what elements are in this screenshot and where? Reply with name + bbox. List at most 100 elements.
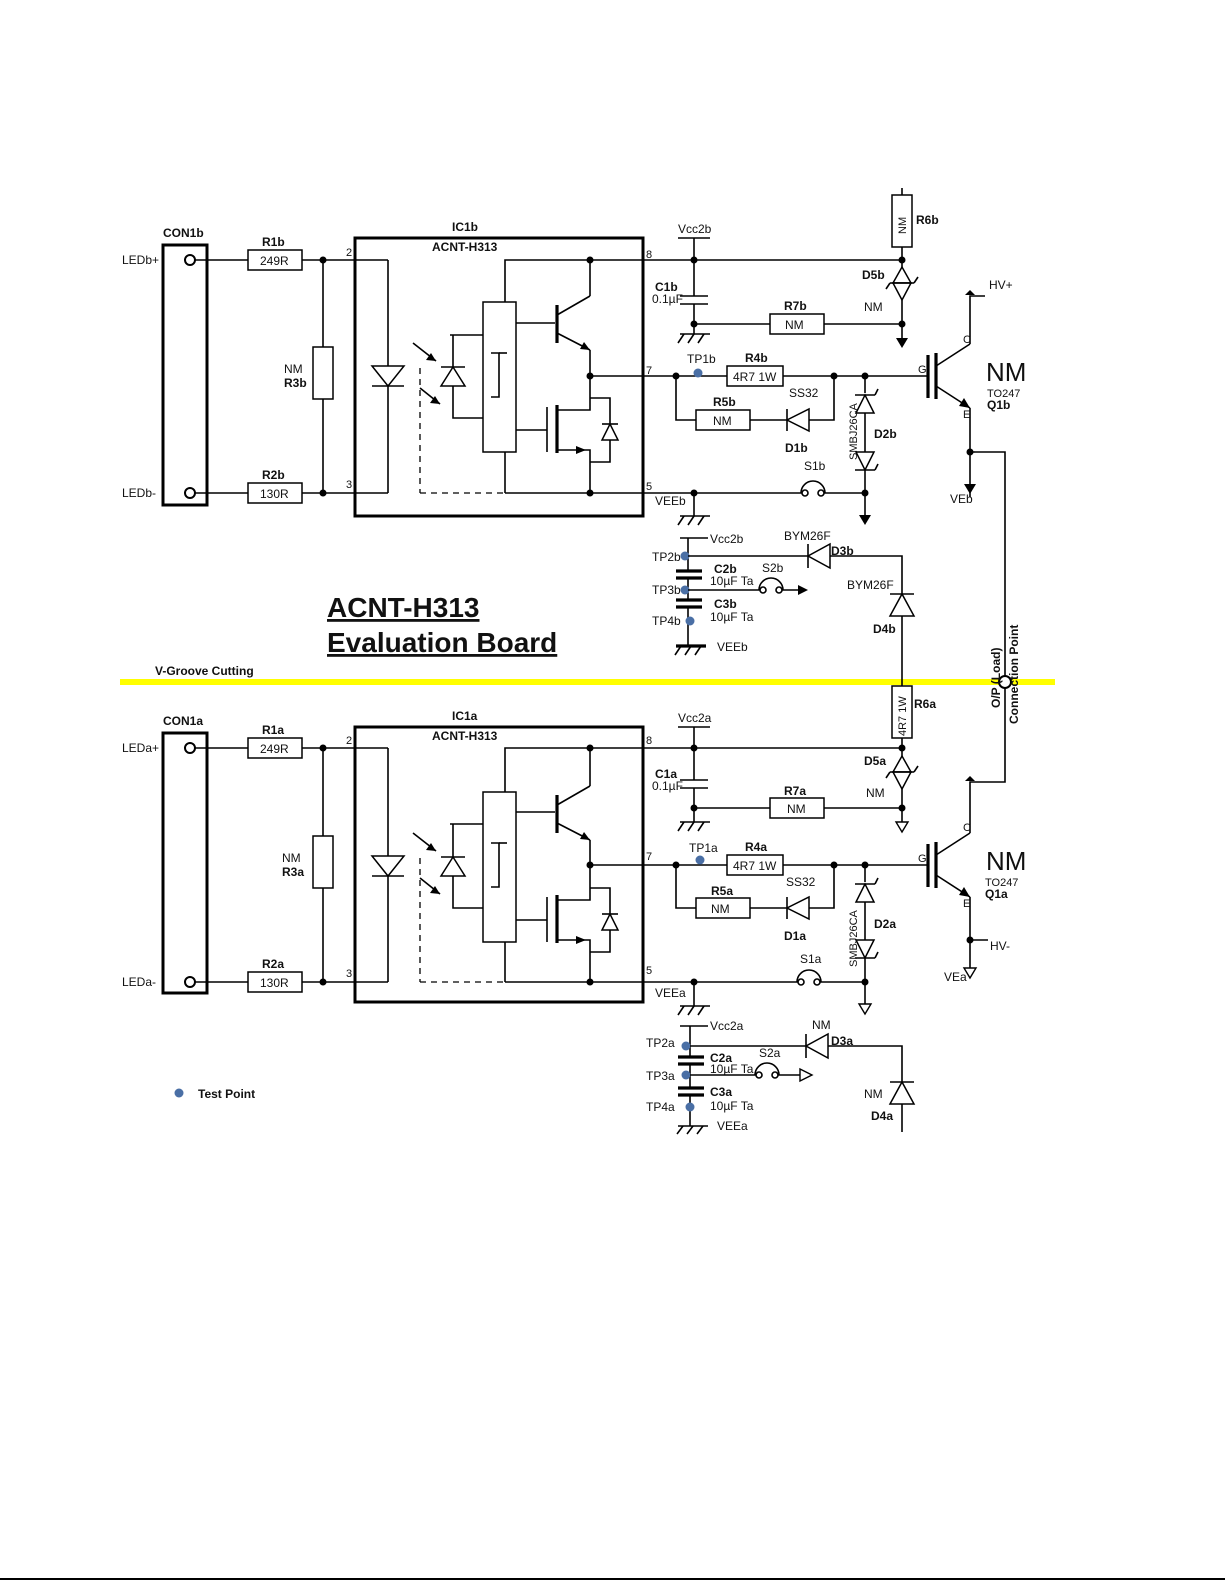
q-package: TO247 — [987, 388, 1020, 400]
d1-ref: D1b — [785, 441, 808, 455]
d2-ref: D2b — [874, 427, 897, 441]
q-value: NM — [986, 357, 1026, 387]
q-package: TO247 — [985, 877, 1018, 889]
r2-value: 130R — [260, 976, 289, 990]
c3-value: 10µF Ta — [710, 610, 754, 624]
vee2-label: VEEa — [717, 1119, 748, 1133]
test-point-tp1 — [693, 368, 703, 378]
tp1-label: TP1a — [689, 841, 718, 855]
ic-output-mosfet — [546, 376, 620, 493]
pin-3-label: 3 — [346, 479, 352, 491]
hv-label: HV+ — [989, 278, 1013, 292]
board-title-line2: Evaluation Board — [327, 627, 557, 658]
page-bottom-rule — [0, 1578, 1225, 1580]
c1-ref: C1a — [655, 767, 677, 781]
c2-ref: C2b — [714, 562, 737, 576]
r4-ref: R4a — [745, 840, 767, 854]
connector-ref: CON1b — [163, 226, 204, 240]
d1-value: SS32 — [789, 386, 819, 400]
d1-value: SS32 — [786, 875, 816, 889]
pin-2-label: 2 — [346, 247, 352, 259]
d2-value: SMBJ26CA — [848, 909, 860, 967]
d4-ref: D4b — [873, 622, 896, 636]
q-ref: Q1b — [987, 398, 1010, 412]
tp4-label: TP4a — [646, 1100, 675, 1114]
pin-7-label: 7 — [646, 365, 652, 377]
ground-symbol — [677, 333, 710, 344]
test-point-legend-dot — [174, 1088, 184, 1098]
igbt-q1 — [926, 776, 975, 968]
d2-ref: D2a — [874, 917, 896, 931]
diode-d3 — [804, 1032, 829, 1060]
ic-part: ACNT-H313 — [432, 729, 498, 743]
igbt-q1 — [926, 290, 985, 497]
c2-value: 10µF Ta — [710, 1062, 754, 1076]
jumper-s1 — [796, 969, 822, 986]
board-title-line1: ACNT-H313 — [327, 592, 479, 623]
test-point-tp3 — [680, 585, 690, 595]
ground-symbol-vee2 — [674, 644, 706, 656]
c2-value: 10µF Ta — [710, 574, 754, 588]
connector-body — [161, 731, 209, 995]
d1-ref: D1a — [784, 929, 806, 943]
pin-3-label: 3 — [346, 968, 352, 980]
schottky-diode-d1 — [785, 407, 810, 433]
q-collector-label: C — [963, 334, 971, 346]
schottky-diode-d1 — [785, 895, 810, 921]
d3-ref: D3b — [831, 544, 854, 558]
q-value: NM — [986, 846, 1026, 876]
q-gate-label: G — [918, 364, 927, 376]
c1-value: 0.1µF — [652, 779, 683, 793]
r6-ref: R6b — [916, 213, 939, 227]
r4-value: 4R7 1W — [733, 370, 777, 384]
c3-ref: C3b — [714, 597, 737, 611]
d3-value: BYM26F — [784, 529, 831, 543]
r4-ref: R4b — [745, 351, 768, 365]
ic-ref: IC1b — [452, 220, 478, 234]
r4-value: 4R7 1W — [733, 859, 777, 873]
q-collector-label: C — [963, 822, 971, 834]
d5-ref: D5a — [864, 754, 886, 768]
optical-arrows — [412, 342, 441, 405]
r5-ref: R5b — [713, 395, 736, 409]
output-point-label-1: O/P (Load) — [989, 648, 1003, 708]
pin-5-label: 5 — [646, 965, 652, 977]
diode-d3 — [806, 542, 831, 570]
connector-pin-minus — [184, 487, 196, 499]
tvs-diode-d2 — [854, 388, 879, 472]
channel-b: CON1b LEDb+ LEDb- 249R R1b 130R R2b NM R… — [122, 188, 1026, 686]
test-point-tp2 — [681, 1041, 691, 1051]
tp2-label: TP2b — [652, 550, 681, 564]
optical-arrows — [412, 832, 441, 895]
r3-value: NM — [284, 362, 303, 376]
r7-ref: R7a — [784, 784, 806, 798]
r1-value: 249R — [260, 742, 289, 756]
r3-value: NM — [282, 851, 301, 865]
q-emitter-label: E — [963, 409, 970, 421]
d4-value: NM — [864, 1087, 883, 1101]
resistor-r3 — [312, 346, 334, 400]
test-point-tp4 — [685, 616, 695, 626]
d5-ref: D5b — [862, 268, 885, 282]
channel-a: CON1a LEDa+ LEDa- 249R R1a 130R R2a NM R… — [122, 685, 1026, 1135]
ground-symbol-vee2 — [676, 1125, 708, 1135]
r2-value: 130R — [260, 487, 289, 501]
led-minus-label: LEDb- — [122, 486, 156, 500]
r7-ref: R7b — [784, 299, 807, 313]
vcc-label: Vcc2a — [678, 711, 712, 725]
r5-value: NM — [711, 902, 730, 916]
s2-label: S2a — [759, 1046, 781, 1060]
vee-arrow-d2 — [857, 1003, 873, 1016]
pin-8-label: 8 — [646, 249, 652, 261]
ic-part: ACNT-H313 — [432, 240, 498, 254]
d2-value: SMBJ26CA — [848, 402, 860, 460]
r3-ref: R3a — [282, 865, 304, 879]
tp3-label: TP3b — [652, 583, 681, 597]
d3-ref: D3a — [831, 1034, 853, 1048]
q-gate-label: G — [918, 853, 927, 865]
vee-arrow-r7 — [894, 821, 910, 834]
d3-value: NM — [812, 1018, 831, 1032]
c2-ref: C2a — [710, 1051, 732, 1065]
vee-label: VEEb — [655, 494, 686, 508]
